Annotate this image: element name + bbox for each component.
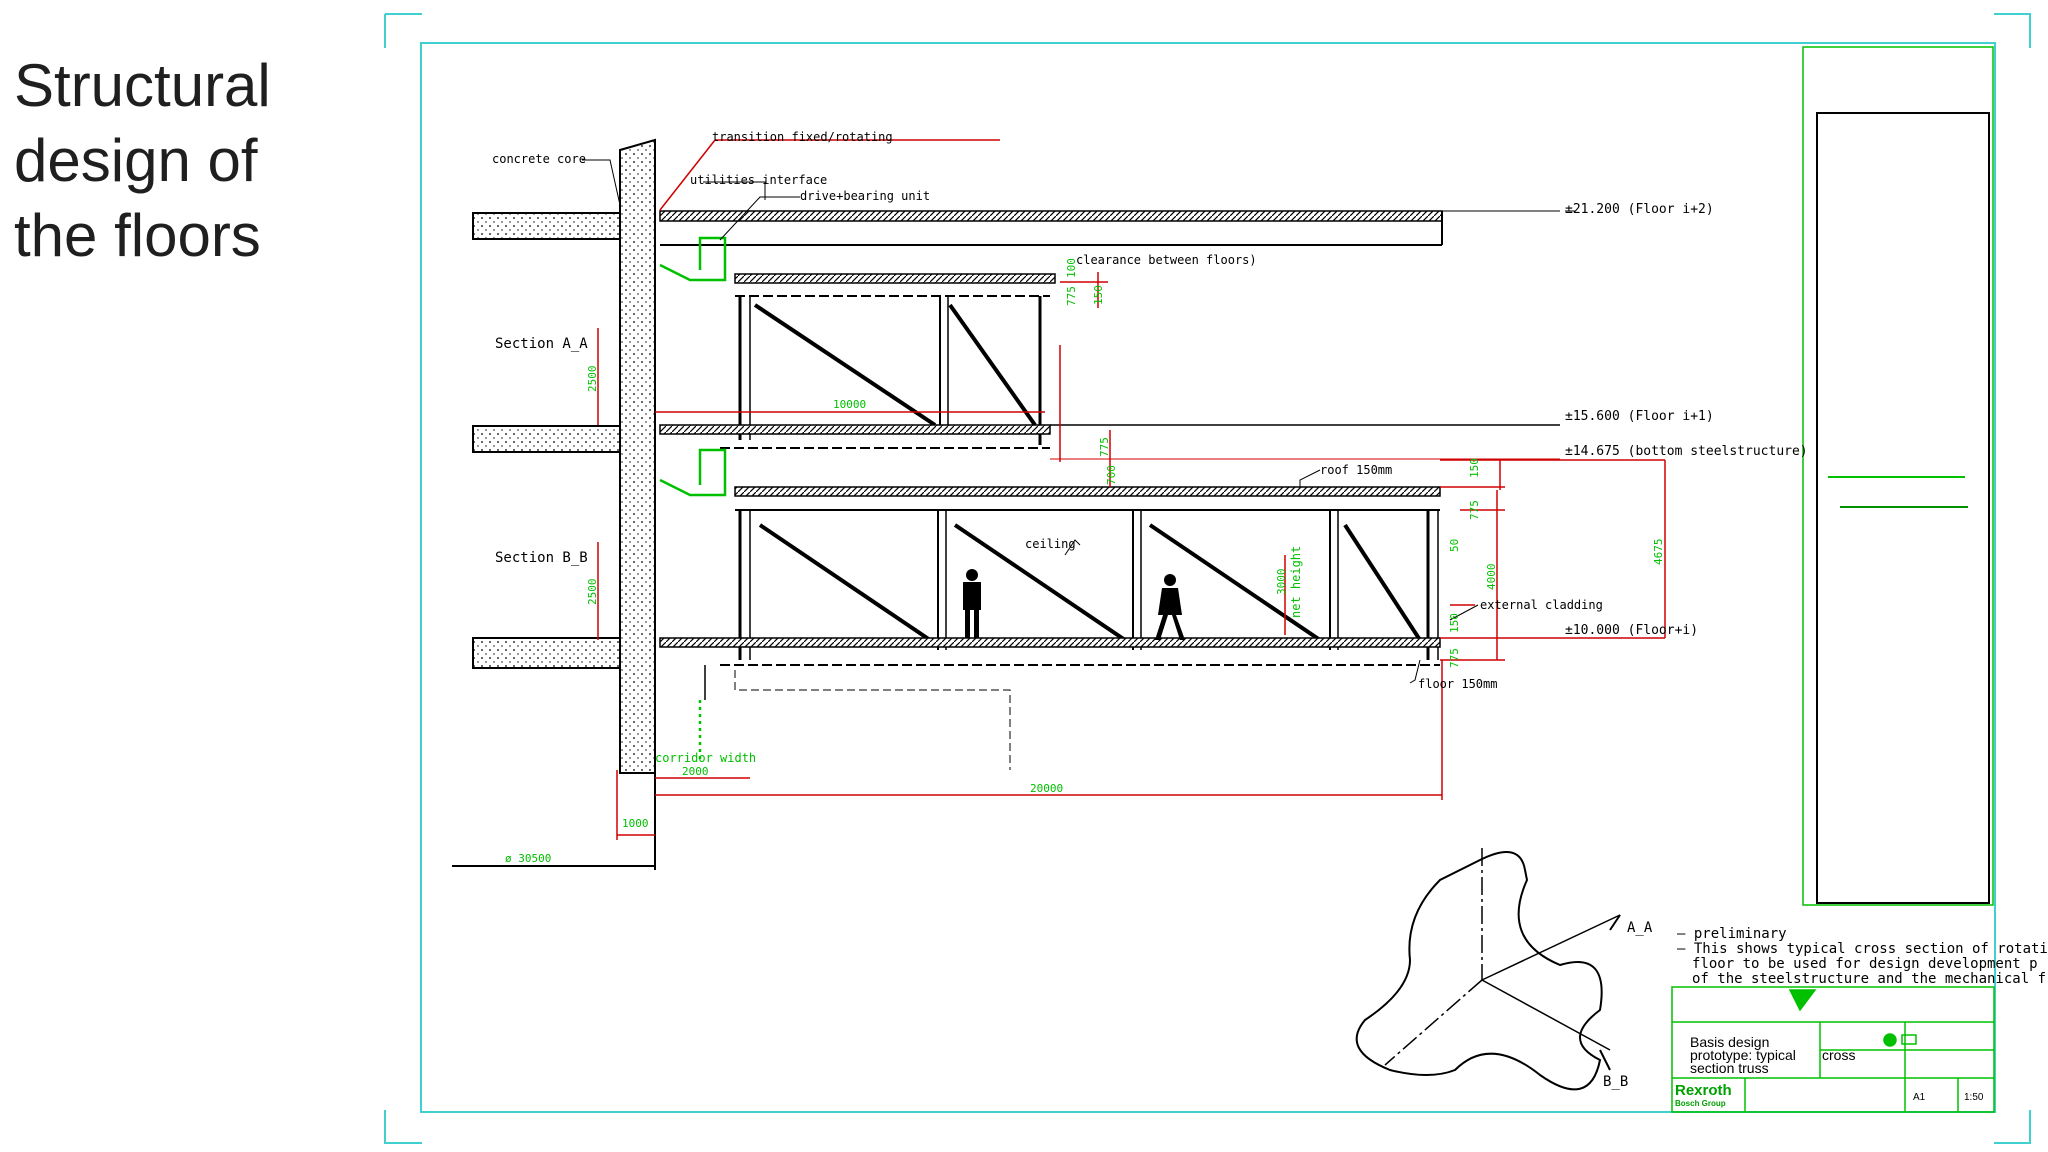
dim-150-b: 150 bbox=[1468, 458, 1481, 478]
label-roof: roof 150mm bbox=[1320, 463, 1392, 477]
dim-700: 700 bbox=[1105, 465, 1118, 485]
label-net-height: net height bbox=[1289, 546, 1303, 618]
dim-10000: 10000 bbox=[833, 398, 866, 411]
dim-775-b: 775 bbox=[1098, 437, 1111, 457]
titleblock-line-1: Basis design bbox=[1690, 1034, 1769, 1050]
dim-4000: 4000 bbox=[1485, 564, 1498, 591]
key-plan bbox=[1355, 848, 1621, 1091]
titleblock-scale: 1:50 bbox=[1964, 1092, 1984, 1103]
note-line-1: — preliminary bbox=[1677, 926, 1787, 942]
dimension-lines bbox=[597, 139, 1666, 840]
label-corridor-width: corridor width bbox=[655, 751, 756, 765]
level-floor-i: ±10.000 (Floor+i) bbox=[1565, 623, 1698, 638]
slide-title-line-3: the floors bbox=[14, 202, 261, 269]
concrete-core bbox=[452, 138, 656, 870]
slide-title: Structural design of the floors bbox=[14, 48, 374, 273]
label-ceiling: ceiling bbox=[1025, 537, 1076, 551]
label-external-cladding: external cladding bbox=[1480, 598, 1603, 612]
note-line-2: — This shows typical cross section of ro… bbox=[1677, 941, 2048, 957]
dim-100: 100 bbox=[1065, 258, 1078, 278]
upper-truss bbox=[659, 273, 1056, 449]
dim-775-d: 775 bbox=[1448, 648, 1461, 668]
keyplan-label-aa: A_A bbox=[1627, 920, 1653, 936]
label-floor: floor 150mm bbox=[1418, 677, 1497, 691]
label-drive: drive+bearing unit bbox=[800, 189, 930, 203]
note-line-4: of the steelstructure and the mechanical… bbox=[1692, 971, 2046, 987]
titleblock-brand-sub: Bosch Group bbox=[1675, 1099, 1726, 1108]
dim-775-c: 775 bbox=[1468, 500, 1481, 520]
label-section-aa: Section A_A bbox=[495, 336, 588, 352]
titleblock-line-2: prototype: typical bbox=[1690, 1047, 1796, 1063]
frame-corner-marks bbox=[384, 13, 2031, 1144]
level-bottom-steel: ±14.675 (bottom steelstructure) bbox=[1565, 444, 1808, 459]
right-panel-inner bbox=[1816, 112, 1990, 904]
dim-2500-b: 2500 bbox=[586, 579, 599, 606]
slide-title-line-1: Structural bbox=[14, 52, 271, 119]
dim-775-a: 775 bbox=[1065, 286, 1078, 306]
dim-3000: 3000 bbox=[1275, 569, 1288, 596]
label-section-bb: Section B_B bbox=[495, 550, 588, 566]
leader-lines bbox=[582, 159, 1575, 684]
label-utilities: utilities interface bbox=[690, 173, 827, 187]
dim-50: 50 bbox=[1448, 539, 1461, 552]
dim-2500-a: 2500 bbox=[586, 366, 599, 393]
slab-floor-i2 bbox=[659, 210, 1560, 246]
dim-1000: 1000 bbox=[622, 817, 649, 830]
dim-30500: ø 30500 bbox=[505, 852, 551, 865]
titleblock-line-3: section truss bbox=[1690, 1060, 1769, 1076]
dim-2000: 2000 bbox=[682, 765, 709, 778]
label-transition: transition fixed/rotating bbox=[712, 130, 893, 144]
right-panel-border bbox=[1802, 46, 1994, 906]
slide-title-line-2: design of bbox=[14, 127, 258, 194]
lower-truss bbox=[659, 486, 1441, 770]
human-figures bbox=[963, 569, 1185, 640]
titleblock-line-2-highlight: cross bbox=[1822, 1047, 1855, 1063]
level-floor-i1: ±15.600 (Floor i+1) bbox=[1565, 409, 1714, 424]
label-clearance: clearance between floors) bbox=[1076, 253, 1257, 267]
dim-20000: 20000 bbox=[1030, 782, 1063, 795]
dim-150-a: 150 bbox=[1092, 285, 1105, 305]
title-block bbox=[1671, 986, 1995, 1113]
note-line-3: floor to be used for design development … bbox=[1692, 956, 2038, 972]
keyplan-label-bb: B_B bbox=[1603, 1074, 1628, 1090]
titleblock-sheet: A1 bbox=[1913, 1092, 1926, 1103]
label-concrete-core: concrete core bbox=[492, 152, 586, 166]
dim-4675: 4675 bbox=[1652, 539, 1665, 566]
drawing-border bbox=[420, 42, 1996, 1113]
titleblock-brand: Rexroth bbox=[1675, 1082, 1732, 1099]
dim-150-c: 150 bbox=[1448, 613, 1461, 633]
drive-bearing-units bbox=[659, 236, 727, 760]
level-floor-i2: ±21.200 (Floor i+2) bbox=[1565, 202, 1714, 217]
